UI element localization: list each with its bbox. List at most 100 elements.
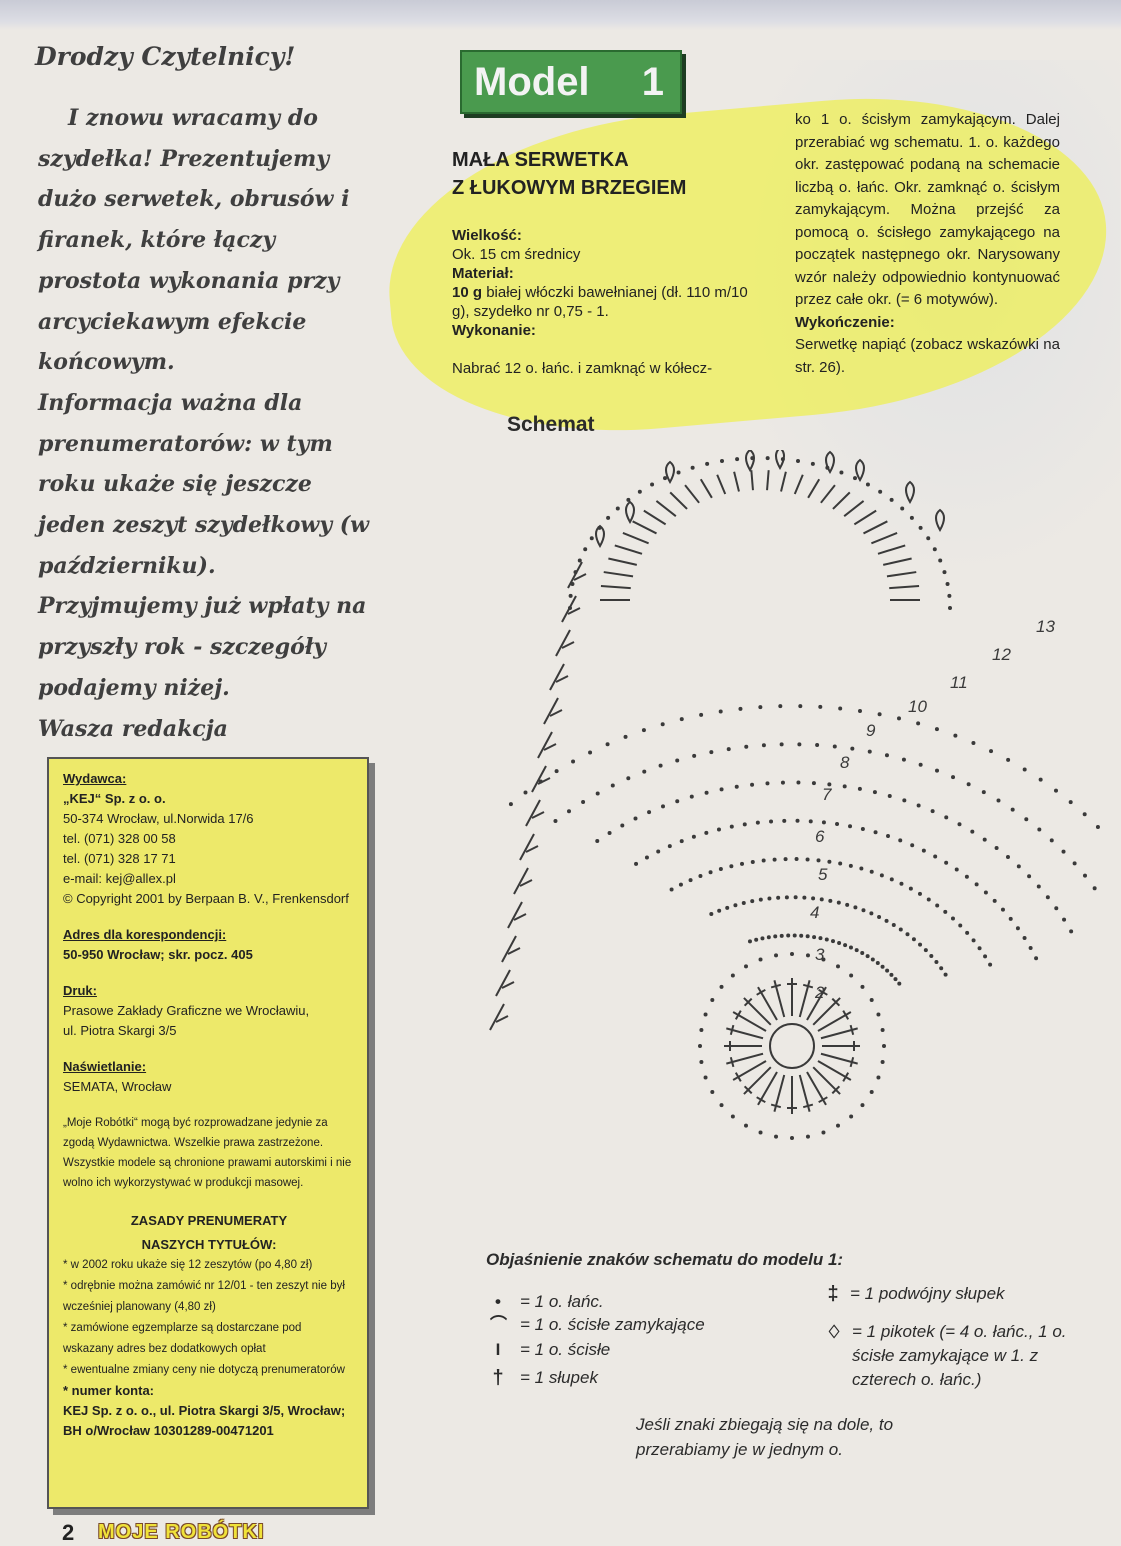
- chain-dot: [938, 558, 943, 563]
- chain-dot: [853, 905, 858, 910]
- double-crochet-icon: †: [492, 1367, 504, 1389]
- chain-dot: [741, 901, 746, 906]
- material-amount: 10 g: [452, 284, 483, 301]
- chain-dot: [650, 482, 655, 487]
- chain-dot: [836, 900, 841, 905]
- chain-dot: [896, 716, 901, 721]
- chain-dot: [692, 753, 697, 758]
- chain-dot: [730, 973, 735, 978]
- chain-dot: [869, 911, 874, 916]
- chain-dot: [861, 908, 866, 913]
- chain-dot: [554, 769, 559, 774]
- chain-dot: [679, 717, 684, 722]
- chain-dot: [821, 957, 826, 962]
- chain-dot: [719, 984, 724, 989]
- round-number-label: 10: [908, 697, 927, 716]
- chain-dot: [877, 914, 882, 919]
- chain-dot: [994, 846, 999, 851]
- chain-dot: [656, 849, 661, 854]
- chain-dot: [889, 972, 894, 977]
- stitch-bar: [756, 988, 766, 996]
- chain-dot: [765, 456, 770, 461]
- chain-dot: [678, 882, 683, 887]
- chain-dot: [589, 536, 594, 541]
- chain-dot: [729, 824, 734, 829]
- chain-dot: [870, 957, 875, 962]
- chain-dot: [808, 819, 813, 824]
- chain-dot: [805, 953, 810, 958]
- chain-dot: [850, 746, 855, 751]
- chain-dot: [710, 1090, 715, 1094]
- magazine-logo: MOJE ROBÓTKI: [98, 1521, 265, 1543]
- stitch-line: [531, 765, 547, 793]
- chain-dot: [792, 933, 797, 938]
- stitch-bar: [770, 1103, 782, 1109]
- chain-dot: [827, 859, 832, 864]
- chain-dot: [848, 863, 853, 868]
- legend-item-double: † = 1 słupek: [492, 1366, 598, 1390]
- stitch-bar: [842, 1072, 850, 1082]
- exposure-label: Naświetlanie:: [63, 1059, 147, 1074]
- stitch-bar: [802, 983, 814, 989]
- chain-dot: [889, 877, 894, 882]
- pattern-title: MAŁA SERWETKA Z ŁUKOWYM BRZEGIEM: [452, 146, 686, 202]
- chain-dot: [970, 829, 975, 834]
- chain-dot: [705, 461, 710, 466]
- chain-dot: [812, 935, 817, 940]
- chain-dot: [716, 827, 721, 832]
- stitch-line: [495, 969, 511, 997]
- chain-dot: [878, 489, 883, 494]
- publisher-tel-2: tel. (071) 328 17 71: [63, 851, 176, 866]
- chain-dot: [818, 936, 823, 941]
- stitch-line: [600, 584, 631, 590]
- chain-dot: [1068, 800, 1073, 805]
- chain-dot: [581, 800, 586, 805]
- chain-dot: [832, 744, 837, 749]
- round-number-label: 8: [840, 753, 850, 772]
- correspondence-label: Adres dla korespondencji:: [63, 927, 227, 942]
- chain-dot: [758, 1130, 763, 1135]
- stitch-bar: [531, 811, 545, 819]
- chain-dot: [1027, 874, 1032, 879]
- stitch-line: [608, 557, 638, 566]
- chain-dot: [945, 581, 950, 586]
- stitch-line: [863, 520, 888, 535]
- chain-dot: [1054, 906, 1059, 911]
- stitch-line: [555, 629, 571, 657]
- chain-dot: [623, 734, 628, 739]
- chain-dot: [880, 964, 885, 969]
- execution-continued: ko 1 o. ścisłym zamykającym. Dalej przer…: [795, 109, 1060, 379]
- chain-dot: [784, 895, 789, 900]
- publisher-address: 50-374 Wrocław, ul.Norwida 17/6: [63, 811, 254, 826]
- chain-dot: [620, 823, 625, 828]
- chain-dot: [944, 860, 949, 865]
- chain-dot: [778, 704, 783, 709]
- chain-dot: [951, 775, 956, 780]
- chain-dot: [769, 819, 774, 824]
- round-number-label: 3: [815, 945, 825, 964]
- chain-dot: [718, 867, 723, 872]
- round-number-label: 13: [1036, 617, 1055, 636]
- intro-paragraph-3: Przyjmujemy już wpłaty na przyszły rok -…: [38, 593, 367, 701]
- legend-item-treble: ‡ = 1 podwójny słupek: [826, 1282, 1086, 1306]
- stitch-line: [684, 484, 700, 504]
- chain-dot: [719, 787, 724, 792]
- chain-dot: [935, 768, 940, 773]
- stitch-line: [525, 799, 541, 827]
- chain-dot: [953, 733, 958, 738]
- chain-dot: [811, 781, 816, 786]
- chain-dot: [675, 758, 680, 763]
- chain-dot: [981, 790, 986, 795]
- chain-dot: [905, 932, 910, 937]
- picot: [935, 508, 945, 533]
- picot: [825, 450, 835, 475]
- chain-dot: [760, 936, 765, 941]
- intro-signature: Wasza redakcja: [38, 715, 228, 742]
- chain-dot: [929, 953, 934, 958]
- stitch-line: [832, 491, 851, 510]
- stitch-bar: [507, 947, 521, 955]
- chain-dot: [1038, 777, 1043, 782]
- chain-dot: [944, 815, 949, 820]
- chain-dot: [774, 953, 779, 958]
- stitch-bar: [831, 1085, 841, 1095]
